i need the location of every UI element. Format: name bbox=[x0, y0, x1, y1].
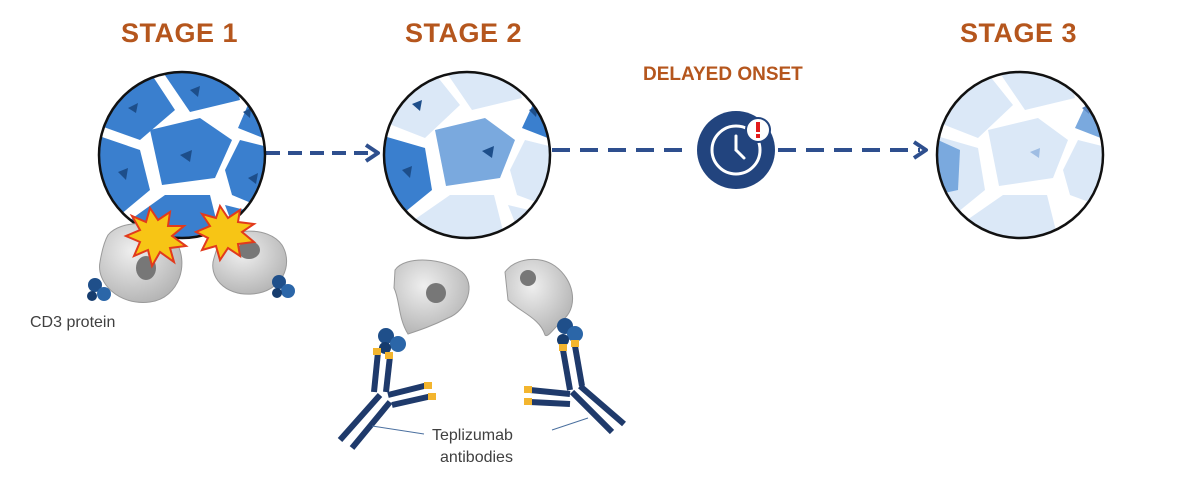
clock-alert-icon bbox=[697, 111, 775, 189]
antibodies-label-line1: Teplizumab bbox=[432, 427, 513, 444]
arrow-stage1-to-stage2 bbox=[266, 143, 380, 163]
arrow-stage2-to-stage3 bbox=[552, 140, 928, 160]
attack-burst-right bbox=[193, 203, 257, 263]
cd3-protein-label: CD3 protein bbox=[30, 314, 116, 331]
cd3-protein-right bbox=[272, 275, 295, 298]
stage-2-islet bbox=[382, 70, 552, 240]
stage-2-title: STAGE 2 bbox=[405, 18, 523, 48]
blocked-immune-cell-right bbox=[504, 258, 583, 346]
stage-3-islet bbox=[935, 70, 1105, 240]
antibodies-label-line2: antibodies bbox=[440, 449, 513, 466]
blocked-immune-cell-left bbox=[378, 259, 470, 354]
delayed-onset-title: DELAYED ONSET bbox=[643, 64, 803, 85]
stage-1-title: STAGE 1 bbox=[121, 18, 239, 48]
attack-burst-left bbox=[123, 205, 189, 269]
stage-3-title: STAGE 3 bbox=[960, 18, 1078, 48]
antibody-left bbox=[337, 348, 436, 450]
cd3-protein-left bbox=[87, 278, 111, 301]
antibody-label-leaders bbox=[371, 417, 589, 435]
stage-1-islet bbox=[97, 70, 267, 240]
antibody-right bbox=[524, 340, 626, 435]
